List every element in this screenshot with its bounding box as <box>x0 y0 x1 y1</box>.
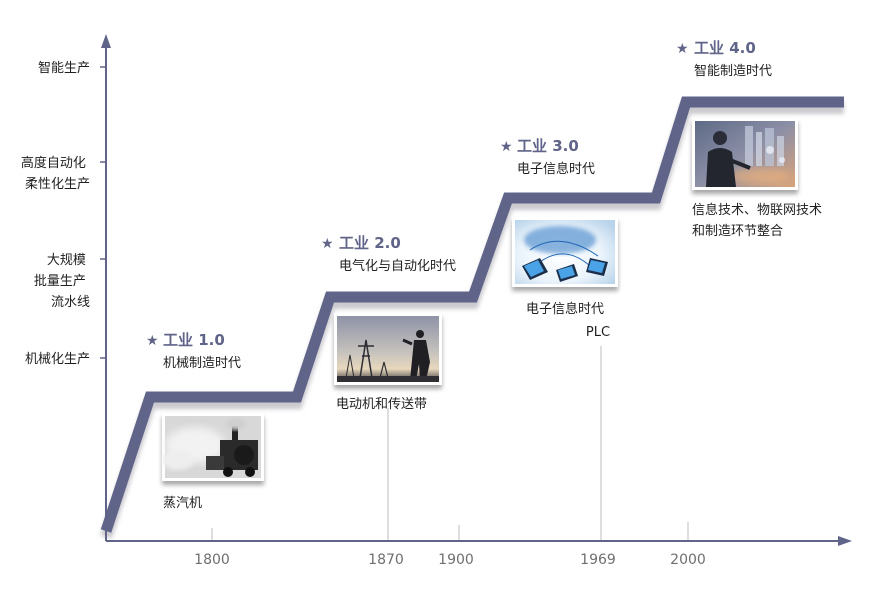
smart-city-business-photo <box>692 118 798 190</box>
stage-4-subtitle: 智能制造时代 <box>694 64 772 79</box>
year-1870: 1870 <box>368 552 404 568</box>
year-1969: 1969 <box>580 552 616 568</box>
y-label-flexible: 高度自动化 柔性化生产 <box>21 155 90 192</box>
stage-3-subtitle: 电子信息时代 <box>517 161 595 177</box>
stage-1-subtitle: 机械制造时代 <box>163 356 241 371</box>
power-tower-worker-photo <box>334 313 442 385</box>
axes <box>100 34 852 546</box>
stage-4-header: ★ 工业 4.0 智能制造时代 <box>676 39 772 79</box>
stage-1-title: 工业 1.0 <box>163 331 225 349</box>
stage-2-header: ★ 工业 2.0 电气化与自动化时代 <box>321 234 456 274</box>
stage-2-title: 工业 2.0 <box>339 234 401 252</box>
y-axis-labels: 智能生产 高度自动化 柔性化生产 大规模 批量生产 流水线 机械化生产 <box>21 61 90 367</box>
year-2000: 2000 <box>670 552 706 568</box>
year-1800: 1800 <box>194 552 230 568</box>
star-icon: ★ <box>321 236 334 252</box>
y-axis-arrow-icon <box>101 34 111 48</box>
svg-text:蒸汽机: 蒸汽机 <box>163 496 202 511</box>
star-icon: ★ <box>500 139 513 155</box>
svg-text:信息技术、物联网技术: 信息技术、物联网技术 <box>692 202 822 218</box>
stage-3-header: ★ 工业 3.0 电子信息时代 <box>500 137 595 177</box>
svg-text:电子信息时代: 电子信息时代 <box>526 301 604 317</box>
networked-laptops-photo <box>512 217 618 287</box>
svg-text:和制造环节整合: 和制造环节整合 <box>692 224 783 239</box>
star-icon: ★ <box>146 333 159 349</box>
y-label-mass: 大规模 批量生产 流水线 <box>34 253 90 310</box>
year-guide-lines <box>211 346 689 541</box>
x-axis-arrow-icon <box>838 536 852 546</box>
stage-2-caption: 电动机和传送带 <box>336 397 427 412</box>
stage-3-title: 工业 3.0 <box>517 137 579 155</box>
stage-3-caption: 电子信息时代 PLC <box>526 301 610 340</box>
svg-text:PLC: PLC <box>586 325 610 340</box>
x-axis-years: 1800 1870 1900 1969 2000 <box>194 552 706 568</box>
stage-4-title: 工业 4.0 <box>694 39 756 57</box>
stage-1-header: ★ 工业 1.0 机械制造时代 <box>146 331 241 371</box>
y-label-mechanized: 机械化生产 <box>25 352 90 367</box>
steam-locomotive-photo <box>162 413 264 481</box>
svg-text:电动机和传送带: 电动机和传送带 <box>336 397 427 412</box>
stage-1-caption: 蒸汽机 <box>163 496 202 511</box>
stage-2-subtitle: 电气化与自动化时代 <box>339 258 456 274</box>
staircase-progress-line <box>100 96 844 539</box>
star-icon: ★ <box>676 41 689 57</box>
year-1900: 1900 <box>438 552 474 568</box>
y-label-smart: 智能生产 <box>38 61 90 76</box>
stage-4-caption: 信息技术、物联网技术 和制造环节整合 <box>692 202 822 239</box>
